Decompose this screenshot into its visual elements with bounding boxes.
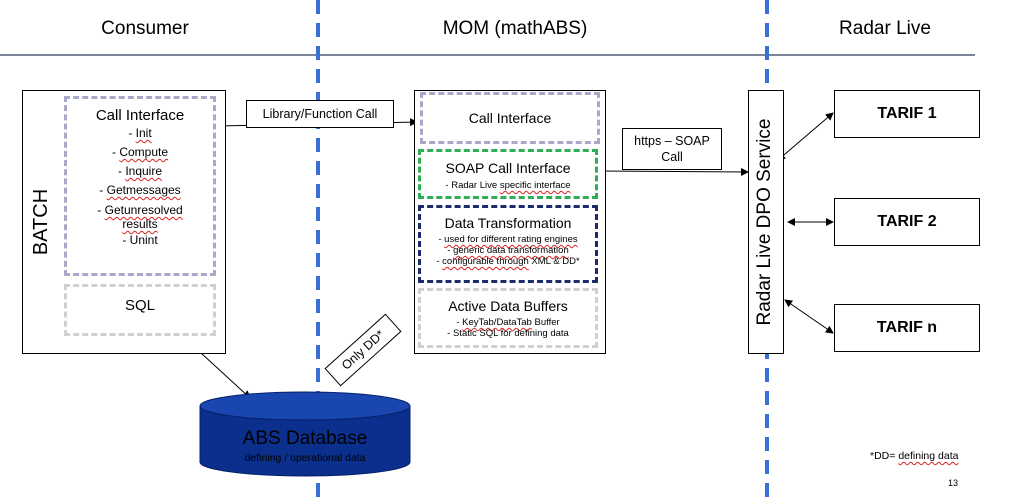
mom-box	[414, 90, 606, 354]
tarif1-arrow	[777, 112, 834, 161]
db-subtitle: defining / operational data	[244, 452, 366, 464]
mom-header: MOM (mathABS)	[442, 18, 588, 39]
soap-title: SOAP Call Interface	[445, 160, 571, 176]
item-getmessages: - Getmessages	[99, 183, 181, 197]
https-soap-label: https – SOAP Call	[622, 128, 722, 170]
active-data-buffers-box: Active Data Buffers - KeyTab/DataTab Buf…	[418, 288, 598, 348]
tarif-2: TARIF 2	[834, 198, 980, 246]
mom-call-interface-label: Call Interface	[468, 110, 552, 126]
batch-box	[22, 90, 226, 354]
dt-title: Data Transformation	[444, 215, 572, 231]
dt-item-2: - configurable through XML & DD*	[436, 256, 580, 267]
sql-label: SQL	[124, 297, 155, 314]
item-inquire: - Inquire	[117, 164, 163, 178]
library-call-label: Library/Function Call	[246, 100, 394, 128]
adb-title: Active Data Buffers	[448, 298, 568, 314]
item-unint: - Unint	[122, 233, 158, 247]
tarif-1: TARIF 1	[834, 90, 980, 138]
consumer-call-interface-box: Call Interface - Init - Compute - Inquir…	[64, 96, 216, 276]
consumer-call-interface-title: Call Interface	[95, 107, 185, 124]
page-number: 13	[948, 478, 959, 488]
dt-item-1: - generic data transformation	[447, 245, 569, 256]
item-compute: - Compute	[111, 145, 169, 159]
data-transformation-box: Data Transformation - used for different…	[418, 205, 598, 283]
footnote: *DD= defining data	[870, 450, 959, 462]
mom-call-interface-box: Call Interface	[420, 92, 600, 144]
db-title: ABS Database	[242, 428, 368, 449]
tarifn-arrow	[784, 299, 834, 334]
sql-box: SQL	[64, 284, 216, 336]
adb-item-0: - KeyTab/DataTab Buffer	[456, 317, 560, 328]
dt-item-0: - used for different rating engines	[438, 234, 578, 245]
tarif-n: TARIF n	[834, 304, 980, 352]
soap-arrow	[597, 167, 749, 176]
adb-item-1: - Static SQL for defining data	[447, 328, 569, 339]
soap-call-interface-box: SOAP Call Interface - Radar Live specifi…	[418, 149, 598, 199]
consumer-header: Consumer	[101, 18, 189, 39]
radar-service-box	[748, 90, 784, 354]
radar-header: Radar Live	[839, 18, 931, 39]
soap-sub: - Radar Live specific interface	[445, 180, 571, 191]
item-init: - Init	[128, 126, 152, 140]
